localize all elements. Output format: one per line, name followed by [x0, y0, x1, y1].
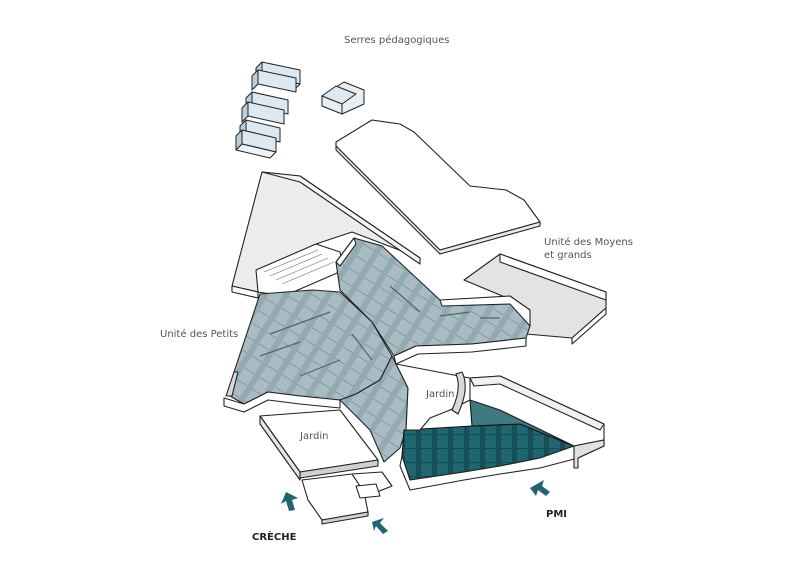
label-jardin-center: Jardin — [426, 389, 455, 400]
label-moyens-2: et grands — [544, 250, 592, 261]
main-floor — [229, 237, 531, 463]
arrow-icon-creche-2 — [372, 518, 388, 534]
greenhouse-6 — [235, 129, 277, 159]
arrow-icon-pmi — [530, 480, 550, 496]
label-pmi: PMI — [546, 509, 568, 520]
label-creche: CRÈCHE — [252, 532, 297, 543]
jardin-curve — [451, 371, 466, 415]
greenhouse-2 — [251, 69, 297, 93]
label-serres: Serres pédagogiques — [344, 35, 450, 46]
greenhouse-group — [235, 61, 365, 159]
moyens-floor — [463, 253, 607, 345]
entrance-arrows — [281, 480, 550, 534]
arrow-icon-creche-1 — [281, 492, 298, 511]
greenhouse-house — [321, 81, 365, 115]
petits-roof — [231, 171, 421, 299]
label-petits: Unité des Petits — [160, 329, 239, 340]
label-moyens: Unité des Moyens — [544, 237, 633, 248]
label-jardin-left: Jardin — [300, 431, 329, 442]
greenhouse-4 — [241, 101, 285, 125]
creche-slab — [259, 409, 393, 525]
upper-roof — [335, 119, 541, 255]
